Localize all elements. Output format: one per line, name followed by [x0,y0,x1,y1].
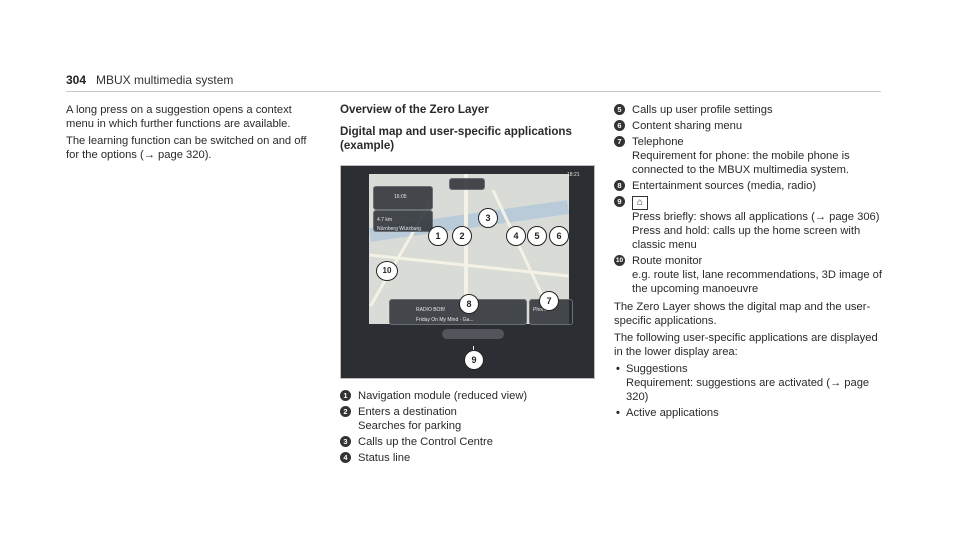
status-time: 18:21 [567,172,580,178]
callout-line [473,346,474,352]
column-middle: Overview of the Zero Layer Digital map a… [340,103,595,467]
page-header: 304 MBUX multimedia system [66,73,881,92]
track-title: Friday On My Mind · Ga... [416,317,474,323]
legend-text: Enters a destination [358,406,457,418]
legend-text: Searches for parking [358,420,462,432]
page-number: 304 [66,73,87,87]
bullet-subtext: Requirement: suggestions are activated (… [626,377,870,403]
legend-text: Calls up user profile settings [632,104,773,116]
legend-text: Content sharing menu [632,120,743,132]
legend-text: Entertainment sources (media, radio) [632,180,817,192]
legend-item-7: 7 Telephone Requirement for phone: the m… [614,135,884,177]
legend-item-6: 6 Content sharing menu [614,119,884,133]
legend-item-10: 10 Route monitor e.g. route list, lane r… [614,254,884,296]
callout-6: 6 [549,226,569,246]
legend-badge: 1 [340,390,351,401]
paragraph-applications: The following user-specific applications… [614,332,878,358]
section-subheading: Digital map and user-specific applicatio… [340,125,572,152]
legend-text: Status line [358,452,411,464]
legend-badge: 3 [340,436,351,447]
home-bar [442,329,504,339]
legend-badge: 2 [340,406,351,417]
legend-badge: 9 [614,196,625,207]
legend-text: e.g. route list, lane recommendations, 3… [632,269,882,295]
legend-text: Navigation module (reduced view) [358,390,528,402]
column-right: 5 Calls up user profile settings 6 Conte… [614,103,884,422]
zero-layer-screenshot: 16:05 4.7 km Nürnberg Würzburg 18:21 RAD… [340,165,595,379]
bullet-suggestions: Suggestions Requirement: suggestions are… [614,362,884,404]
paragraph-zero-layer: The Zero Layer shows the digital map and… [614,301,871,327]
callout-1: 1 [428,226,448,246]
home-icon: ⌂ [632,196,648,210]
paragraph-context-menu: A long press on a suggestion opens a con… [66,104,292,130]
legend-item-3: 3 Calls up the Control Centre [340,435,595,449]
paragraph-learning-function: The learning function can be switched on… [66,135,307,161]
legend-text: Requirement for phone: the mobile phone … [632,150,850,176]
legend-badge: 8 [614,180,625,191]
route-monitor-panel: 4.7 km Nürnberg Würzburg [373,210,433,232]
clock-time: 16:05 [394,194,407,200]
header-title: MBUX multimedia system [96,73,234,87]
bullet-text: Suggestions [626,363,688,375]
callout-5: 5 [527,226,547,246]
legend-text: Calls up the Control Centre [358,436,493,448]
legend-badge: 5 [614,104,625,115]
callout-10: 10 [376,261,398,281]
callout-2: 2 [452,226,472,246]
column-left: A long press on a suggestion opens a con… [66,103,316,165]
bullet-active-applications: Active applications [614,406,884,420]
legend-text: Press and hold: calls up the home screen… [632,225,861,251]
callout-7: 7 [539,291,559,311]
radio-station: RADIO BOB! [416,307,446,313]
callout-8: 8 [459,294,479,314]
legend-badge: 10 [614,255,625,266]
legend-item-5: 5 Calls up user profile settings [614,103,884,117]
bullet-text: Active applications [626,407,719,419]
map-road [464,174,468,324]
section-heading: Overview of the Zero Layer [340,103,489,116]
legend-item-8: 8 Entertainment sources (media, radio) [614,179,884,193]
route-distance: 4.7 km [377,217,393,223]
destination-search-panel [449,178,485,190]
callout-4: 4 [506,226,526,246]
callout-9: 9 [464,350,484,370]
legend-item-9: 9 ⌂ Press briefly: shows all application… [614,195,884,252]
navigation-module: 16:05 [373,186,433,210]
legend-item-2: 2 Enters a destination Searches for park… [340,405,595,433]
legend-badge: 6 [614,120,625,131]
legend-item-1: 1 Navigation module (reduced view) [340,389,595,403]
legend-text: Route monitor [632,255,703,267]
legend-text: Telephone [632,136,684,148]
legend-item-4: 4 Status line [340,451,595,465]
callout-3: 3 [478,208,498,228]
phone-label: Phone [533,307,548,313]
legend-badge: 4 [340,452,351,463]
legend-text: Press briefly: shows all applications (→… [632,211,880,223]
entertainment-panel: RADIO BOB! Friday On My Mind · Ga... [389,299,527,325]
legend-badge: 7 [614,136,625,147]
route-name: Nürnberg Würzburg [377,226,421,232]
